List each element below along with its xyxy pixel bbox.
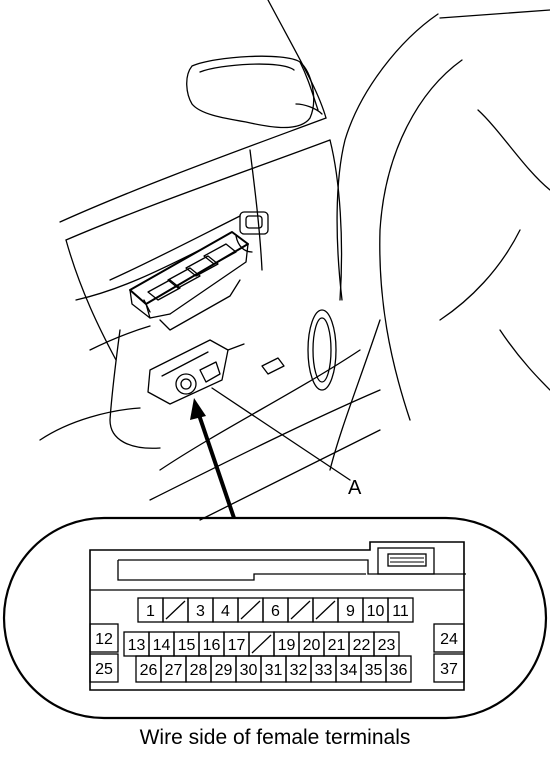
pin-top-9-label: 10 <box>367 603 385 620</box>
pin-mid-10-label: 23 <box>378 637 396 654</box>
pin-top-10-label: 11 <box>392 603 409 620</box>
callout-a-leader <box>211 387 351 481</box>
pin-bot-6-label: 32 <box>290 662 308 679</box>
pin-right-1-cell <box>433 653 465 683</box>
pin-left-0-label: 12 <box>95 631 113 648</box>
pin-mid-8-label: 21 <box>328 637 346 654</box>
pin-bot-7-label: 33 <box>315 662 333 679</box>
door-lock-switch <box>235 211 269 253</box>
pin-mid-6-label: 19 <box>278 637 296 654</box>
harness-connector <box>147 339 245 405</box>
pin-bot-9-label: 35 <box>365 662 383 679</box>
pin-top-3-label: 4 <box>221 603 230 620</box>
pin-right-1-label: 37 <box>440 661 458 678</box>
power-window-switch <box>129 231 249 331</box>
pin-mid-2-label: 15 <box>178 637 196 654</box>
pin-mid-9-label: 22 <box>353 637 371 654</box>
pin-mid-0-label: 13 <box>128 637 146 654</box>
pin-mid-7-label: 20 <box>303 637 321 654</box>
pin-bot-5-label: 31 <box>265 662 283 679</box>
pin-bot-2-label: 28 <box>190 662 208 679</box>
pin-bot-1-label: 27 <box>165 662 183 679</box>
pin-bot-10-label: 36 <box>390 662 408 679</box>
pin-bot-8-label: 34 <box>340 662 358 679</box>
pin-top-6-empty-slash <box>290 600 311 620</box>
caption: Wire side of female terminals <box>139 726 411 749</box>
pin-top-8-label: 9 <box>346 603 355 620</box>
pin-top-4-empty-slash <box>240 600 261 620</box>
pin-top-10-cell <box>387 597 414 623</box>
pin-bot-0-label: 26 <box>140 662 158 679</box>
pin-top-5-label: 6 <box>271 603 280 620</box>
pin-top-1-empty-slash <box>165 600 186 620</box>
pin-left-1-label: 25 <box>95 661 113 678</box>
pin-mid-4-label: 17 <box>228 637 246 654</box>
speaker <box>261 309 337 391</box>
pin-right-0-label: 24 <box>440 631 458 648</box>
pin-left-1-cell <box>89 653 119 683</box>
callout-a-label: A <box>348 477 362 499</box>
side-mirror <box>186 55 323 129</box>
pin-left-0-cell <box>89 623 119 653</box>
pin-right-0-cell <box>433 623 465 653</box>
pin-top-2-label: 3 <box>196 603 205 620</box>
door-frame <box>267 0 550 421</box>
pin-mid-5-empty-slash <box>251 634 272 654</box>
door-panel <box>39 117 381 521</box>
pin-top-0-label: 1 <box>146 603 155 620</box>
pin-mid-1-label: 14 <box>153 637 171 654</box>
pin-bot-3-label: 29 <box>215 662 233 679</box>
pointer-arrow <box>190 398 236 519</box>
pin-bot-4-label: 30 <box>240 662 258 679</box>
connector-face <box>2 516 548 720</box>
pin-top-7-empty-slash <box>315 600 336 620</box>
pin-bot-10-cell <box>385 655 412 683</box>
pin-mid-3-label: 16 <box>203 637 221 654</box>
